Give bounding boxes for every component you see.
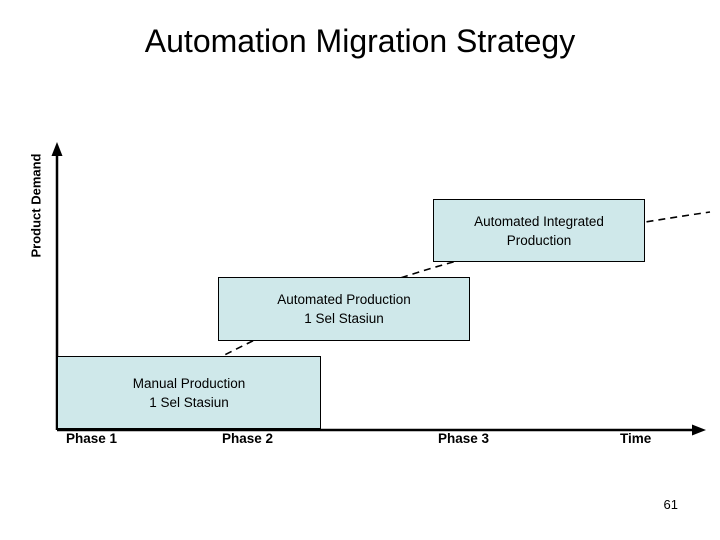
phase-label-3: Phase 3 xyxy=(438,431,490,446)
phase-label-1: Phase 1 xyxy=(66,431,118,446)
step-line-2: Production xyxy=(506,232,572,248)
step-line-2: 1 Sel Stasiun xyxy=(304,311,384,326)
x-axis-label: Time xyxy=(620,431,652,446)
step-line-2: 1 Sel Stasiun xyxy=(149,394,229,410)
page-number: 61 xyxy=(663,497,678,512)
step-box-automated-production: Automated Production 1 Sel Stasiun xyxy=(218,277,470,341)
page-title: Automation Migration Strategy xyxy=(144,23,576,59)
step-box-manual-production: Manual Production 1 Sel Stasiun xyxy=(57,356,321,429)
y-axis-arrowhead xyxy=(51,142,63,156)
phase-label-2: Phase 2 xyxy=(222,431,274,446)
step-line-1: Manual Production xyxy=(132,375,246,391)
x-axis-arrowhead xyxy=(692,424,706,436)
step-line-1: Automated Integrated xyxy=(474,213,604,229)
step-line-1: Automated Production xyxy=(277,292,411,307)
step-box-automated-integrated-production: Automated Integrated Production xyxy=(433,199,645,262)
